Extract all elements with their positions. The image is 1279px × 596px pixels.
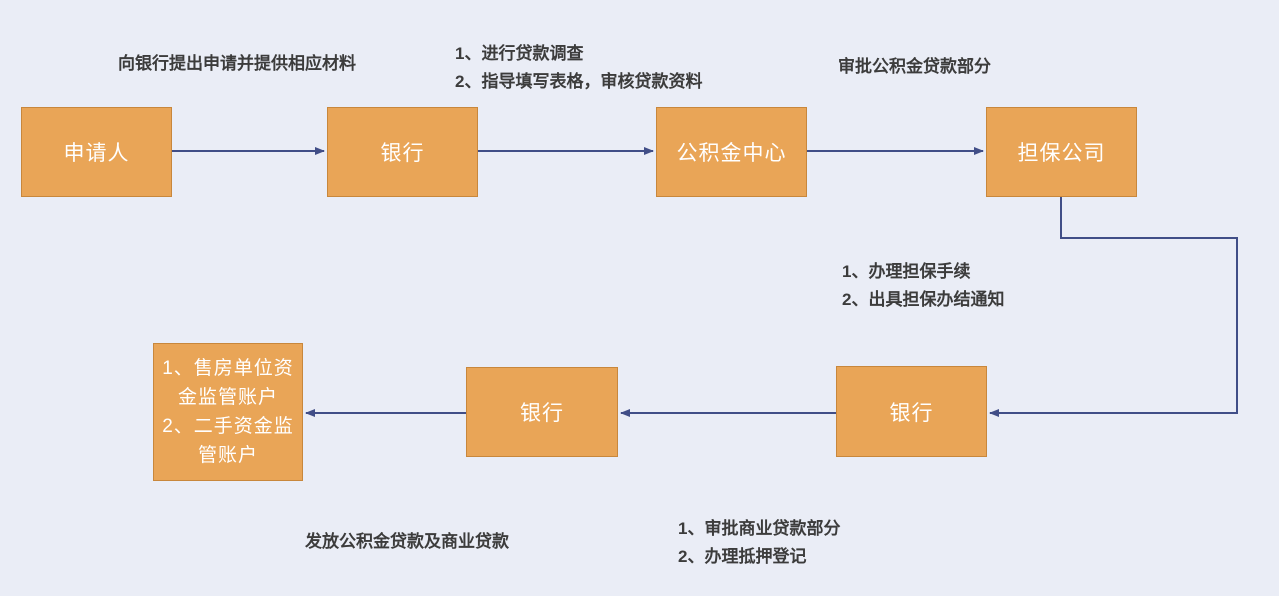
annotation-commercial-steps: 1、审批商业贷款部分 2、办理抵押登记 xyxy=(678,515,840,571)
node-fund-center: 公积金中心 xyxy=(656,107,807,197)
annotation-guarantee-steps-line2: 2、出具担保办结通知 xyxy=(842,290,1005,309)
annotation-commercial-steps-line2: 2、办理抵押登记 xyxy=(678,547,807,566)
annotation-guarantee-steps: 1、办理担保手续 2、出具担保办结通知 xyxy=(842,258,1004,314)
annotation-guarantee-steps-line1: 1、办理担保手续 xyxy=(842,262,971,281)
annotation-approve-fund-part-text: 审批公积金贷款部分 xyxy=(838,57,991,76)
annotation-loan-survey-line1: 1、进行贷款调查 xyxy=(455,44,584,63)
node-supervision-accounts-line1: 1、售房单位资金监管账户 xyxy=(162,358,294,408)
annotation-loan-survey-line2: 2、指导填写表格，审核贷款资料 xyxy=(455,72,703,91)
node-bank-mid: 银行 xyxy=(466,367,618,457)
node-bank-top: 银行 xyxy=(327,107,478,197)
arrow-guarantee-to-bank-right xyxy=(989,197,1238,417)
node-bank-right-label: 银行 xyxy=(889,401,934,425)
node-applicant: 申请人 xyxy=(21,107,172,197)
node-bank-top-label: 银行 xyxy=(380,142,425,165)
annotation-loan-survey: 1、进行贷款调查 2、指导填写表格，审核贷款资料 xyxy=(455,40,702,96)
node-fund-center-label: 公积金中心 xyxy=(676,142,787,165)
annotation-apply-text: 向银行提出申请并提供相应材料 xyxy=(118,54,356,73)
annotation-approve-fund-part: 审批公积金贷款部分 xyxy=(838,53,991,81)
node-bank-mid-label: 银行 xyxy=(520,402,564,425)
node-guarantee-company-label: 担保公司 xyxy=(1017,142,1106,165)
node-bank-right: 银行 xyxy=(836,366,987,457)
annotation-commercial-steps-line1: 1、审批商业贷款部分 xyxy=(678,519,841,538)
annotation-disburse-loans-text: 发放公积金贷款及商业贷款 xyxy=(305,532,509,551)
node-supervision-accounts: 1、售房单位资金监管账户 2、二手资金监管账户 xyxy=(153,343,303,481)
node-applicant-label: 申请人 xyxy=(63,142,130,165)
node-guarantee-company: 担保公司 xyxy=(986,107,1137,197)
annotation-apply: 向银行提出申请并提供相应材料 xyxy=(118,50,356,78)
annotation-disburse-loans: 发放公积金贷款及商业贷款 xyxy=(305,528,509,556)
node-supervision-accounts-line2: 2、二手资金监管账户 xyxy=(162,416,294,466)
